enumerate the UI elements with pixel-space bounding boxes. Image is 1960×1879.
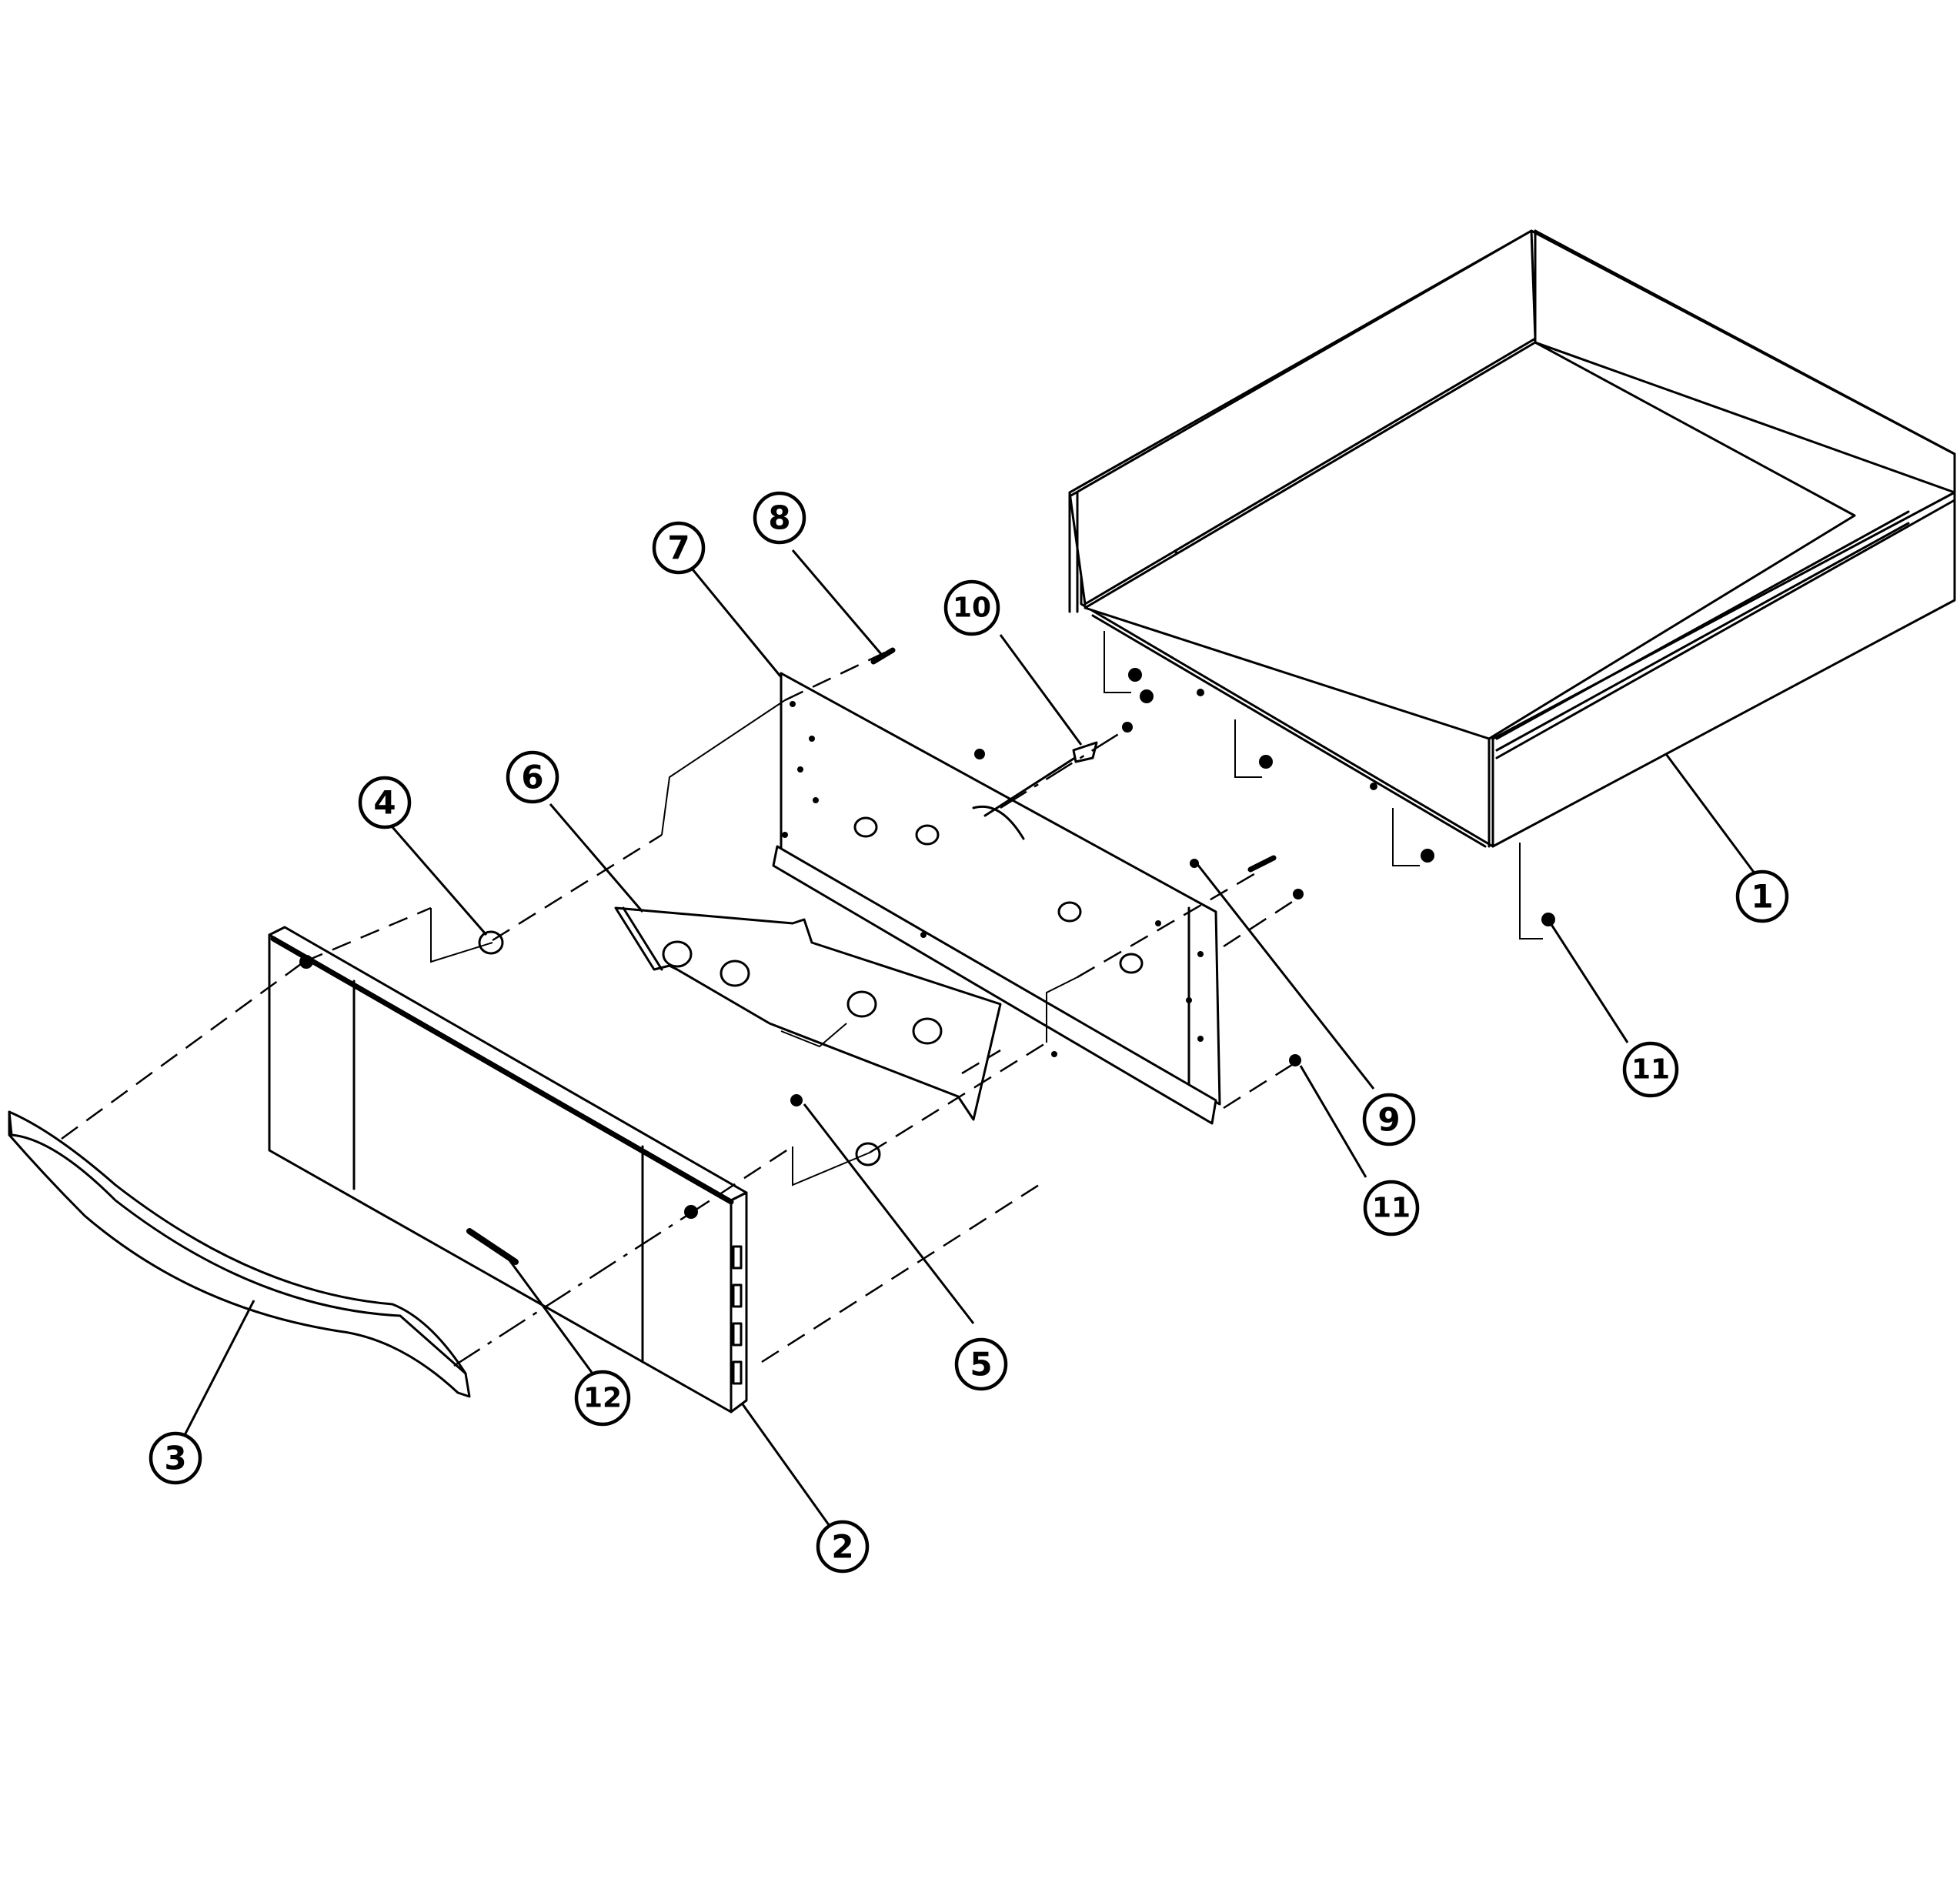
callout-8-label: 8 <box>768 499 790 537</box>
callout-1: 1 <box>1735 869 1789 923</box>
handle <box>8 1110 471 1398</box>
callout-11-upper-label: 11 <box>1631 1054 1670 1086</box>
callout-7-label: 7 <box>667 529 690 567</box>
callout-5: 5 <box>954 1337 1008 1391</box>
inner-baffle <box>614 906 1002 1121</box>
callout-10: 10 <box>943 579 1000 636</box>
callout-1-label: 1 <box>1751 878 1773 916</box>
callout-10-label: 10 <box>953 592 991 624</box>
callout-2-label: 2 <box>831 1528 853 1566</box>
callout-8: 8 <box>753 491 806 545</box>
callout-3: 3 <box>149 1431 202 1485</box>
callout-9: 9 <box>1362 1093 1416 1146</box>
callout-5-label: 5 <box>970 1346 992 1383</box>
assembly-lines <box>61 651 1301 1367</box>
drawer-back-plate <box>772 672 1221 1125</box>
callout-6-label: 6 <box>521 759 543 796</box>
callout-11-lower-label: 11 <box>1372 1193 1411 1224</box>
callout-3-label: 3 <box>164 1440 186 1477</box>
callout-12-label: 12 <box>583 1383 622 1414</box>
callout-4: 4 <box>358 776 412 829</box>
callout-11-lower: 11 <box>1363 1180 1420 1237</box>
callout-12: 12 <box>574 1370 631 1427</box>
leader-lines <box>183 549 1768 1540</box>
drawer-box <box>1068 229 1956 939</box>
callout-2: 2 <box>816 1520 870 1574</box>
callout-9-label: 9 <box>1377 1101 1400 1139</box>
screws <box>870 647 1304 1066</box>
callout-11-upper: 11 <box>1622 1041 1679 1098</box>
callout-6: 6 <box>506 750 559 804</box>
front-panel <box>268 926 748 1413</box>
callout-7: 7 <box>652 521 706 575</box>
callout-4-label: 4 <box>373 784 396 822</box>
